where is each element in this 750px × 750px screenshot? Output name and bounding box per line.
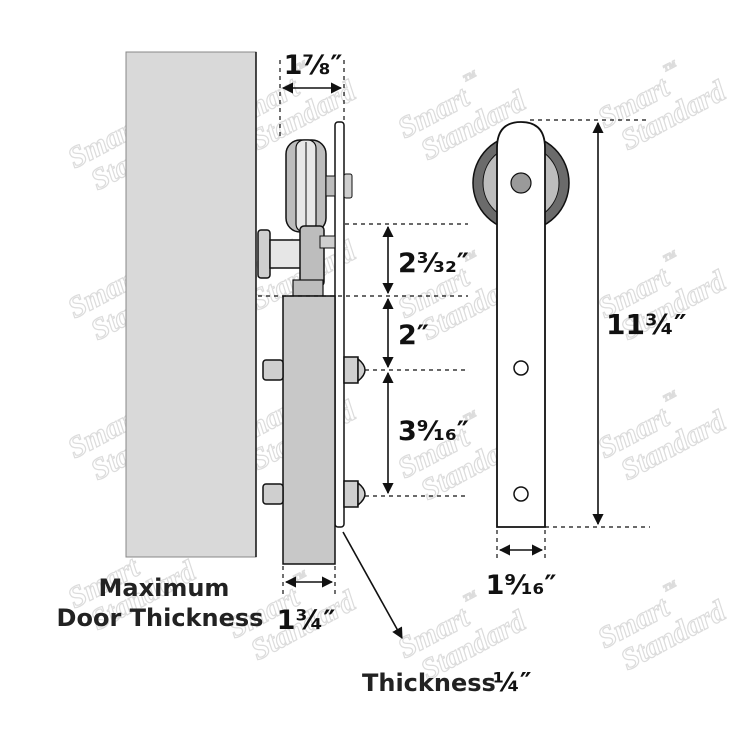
- dim-wheel-to-door-top: 2³⁄₃₂″: [398, 248, 469, 279]
- label-maximum: Maximum: [99, 574, 230, 602]
- dim-door-thickness: 1¾″: [277, 605, 336, 636]
- dim-strap-width: 1⁹⁄₁₆″: [486, 570, 557, 601]
- dim-bolt-spacing: 3⁹⁄₁₆″: [398, 416, 469, 447]
- strap-hole-lower: [513, 486, 529, 502]
- extension-lines: [258, 60, 650, 594]
- side-bolt-upper: [262, 356, 366, 384]
- label-thickness: Thickness: [362, 669, 496, 697]
- svg-text:TM: TM: [661, 248, 678, 264]
- dim-door-top-to-bolt: 2″: [398, 320, 429, 351]
- svg-text:TM: TM: [661, 578, 678, 594]
- arrow-plate-thickness-leader: [342, 531, 403, 639]
- wall: [125, 51, 257, 558]
- svg-text:TM: TM: [461, 588, 478, 604]
- svg-text:TM: TM: [461, 68, 478, 84]
- dim-plate-thickness: ¼″: [493, 668, 532, 698]
- svg-text:TM: TM: [661, 58, 678, 74]
- front-strap: [496, 121, 546, 528]
- side-track-standoff: [257, 225, 336, 297]
- dimension-arrows: [281, 82, 604, 639]
- strap-hole-upper: [513, 360, 529, 376]
- side-hanger-plate: [334, 121, 345, 528]
- side-bolt-lower: [262, 480, 366, 508]
- strap-axle: [510, 172, 532, 194]
- side-wheel: [285, 139, 353, 233]
- dim-strap-height: 11¾″: [606, 308, 686, 341]
- door: [282, 295, 336, 565]
- svg-text:TM: TM: [661, 388, 678, 404]
- dim-top-width: 1⅞″: [284, 50, 343, 81]
- label-door-thickness: Door Thickness: [57, 604, 264, 632]
